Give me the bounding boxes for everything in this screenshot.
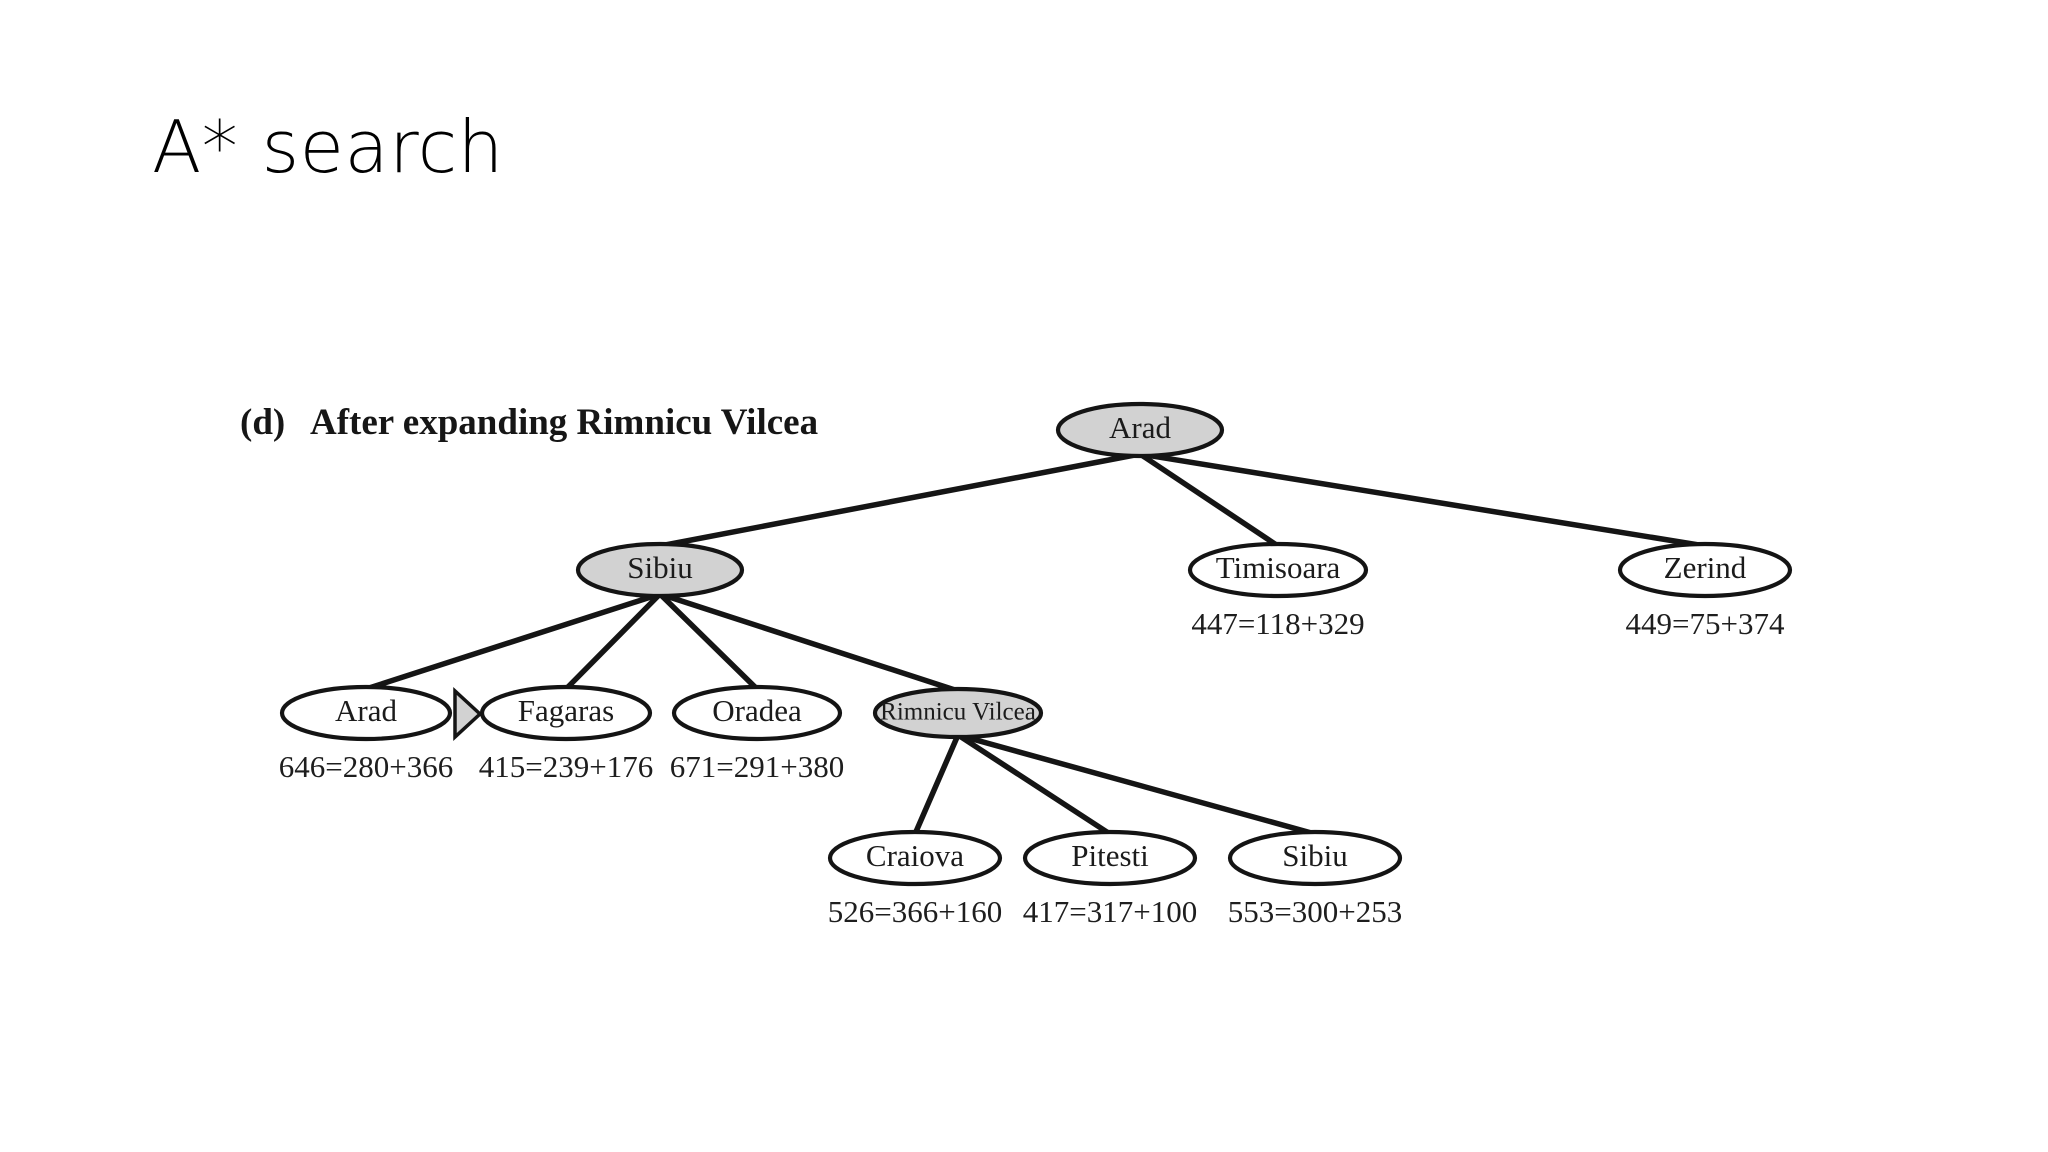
node-label-timisoara: Timisoara [1216, 550, 1341, 585]
node-cost-oradea: 671=291+380 [670, 749, 844, 784]
node-label-oradea: Oradea [712, 693, 802, 728]
tree-edges [363, 451, 1708, 837]
node-ellipse-arad-root [1055, 401, 1225, 459]
node-label-sibiu-child: Sibiu [1282, 838, 1347, 873]
node-label-arad-child: Arad [335, 693, 397, 728]
tree-node-oradea[interactable]: Oradea [671, 684, 843, 742]
node-ellipse-zerind [1617, 541, 1793, 599]
current-node-pointer-icon [453, 687, 483, 741]
node-label-rimnicu-vilcea: Rimnicu Vilcea [880, 699, 1036, 726]
tree-node-zerind[interactable]: Zerind [1617, 541, 1793, 599]
tree-node-sibiu-child[interactable]: Sibiu [1227, 829, 1403, 887]
tree-edge-arad-root-to-timisoara [1137, 451, 1281, 549]
tree-edge-rimnicu-vilcea-to-sibiu-child [955, 732, 1318, 837]
tree-edge-rimnicu-vilcea-to-pitesti [955, 732, 1113, 837]
tree-edge-sibiu-to-oradea [657, 591, 760, 692]
tree-node-timisoara[interactable]: Timisoara [1187, 541, 1369, 599]
tree-edge-arad-root-to-sibiu [657, 451, 1143, 549]
tree-edge-rimnicu-vilcea-to-craiova [912, 732, 961, 837]
tree-edge-sibiu-to-arad-child [363, 591, 663, 692]
node-ellipse-sibiu-child [1227, 829, 1403, 887]
figure-caption-index: (d) [240, 402, 285, 443]
node-cost-pitesti: 417=317+100 [1023, 894, 1197, 929]
tree-node-sibiu[interactable]: Sibiu [575, 541, 745, 599]
node-ellipse-sibiu [575, 541, 745, 599]
tree-edge-arad-root-to-zerind [1137, 451, 1708, 549]
node-label-zerind: Zerind [1664, 550, 1747, 585]
tree-node-arad-child[interactable]: Arad [279, 684, 453, 742]
node-cost-zerind: 449=75+374 [1626, 606, 1785, 641]
node-label-pitesti: Pitesti [1071, 838, 1149, 873]
node-label-fagaras: Fagaras [518, 693, 614, 728]
tree-edge-sibiu-to-fagaras [563, 591, 663, 692]
tree-node-arad-root[interactable]: Arad [1055, 401, 1225, 459]
node-ellipse-rimnicu-vilcea [872, 686, 1044, 740]
node-cost-sibiu-child: 553=300+253 [1228, 894, 1402, 929]
node-label-sibiu: Sibiu [627, 550, 692, 585]
tree-node-fagaras[interactable]: Fagaras [479, 684, 653, 742]
node-ellipse-pitesti [1022, 829, 1198, 887]
node-ellipse-timisoara [1187, 541, 1369, 599]
tree-node-craiova[interactable]: Craiova [827, 829, 1003, 887]
node-label-craiova: Craiova [866, 838, 964, 873]
tree-node-rimnicu-vilcea[interactable]: Rimnicu Vilcea [872, 686, 1044, 740]
node-ellipse-arad-child [279, 684, 453, 742]
node-cost-arad-child: 646=280+366 [279, 749, 453, 784]
node-label-arad-root: Arad [1109, 410, 1171, 445]
node-cost-timisoara: 447=118+329 [1191, 606, 1364, 641]
node-cost-fagaras: 415=239+176 [479, 749, 653, 784]
node-cost-craiova: 526=366+160 [828, 894, 1002, 929]
figure-caption-text: After expanding Rimnicu Vilcea [310, 402, 818, 443]
tree-node-pitesti[interactable]: Pitesti [1022, 829, 1198, 887]
page-title: A* search [152, 105, 504, 189]
node-ellipse-craiova [827, 829, 1003, 887]
tree-edge-sibiu-to-rimnicu-vilcea [657, 591, 961, 694]
node-ellipse-fagaras [479, 684, 653, 742]
node-ellipse-oradea [671, 684, 843, 742]
